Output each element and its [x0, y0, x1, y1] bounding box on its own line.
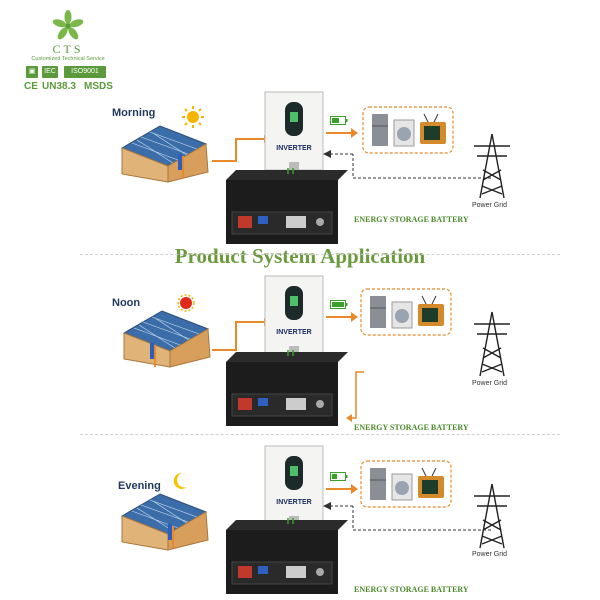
washing-machine-icon [391, 301, 413, 329]
tv-icon [418, 467, 444, 498]
washing-machine-icon [391, 473, 413, 501]
power-grid-label: Power Grid [472, 202, 508, 209]
company-logo: CTS Customized Technical Service ▣ IEC I… [18, 10, 128, 92]
inverter-to-load-arrow [326, 484, 358, 494]
battery-label: ENERGY STORAGE BATTERY [354, 585, 469, 594]
time-label: Evening [118, 480, 161, 492]
inverter-label: INVERTER [276, 329, 311, 336]
battery-inverter-link [287, 350, 294, 356]
inverter-to-battery-arrow [346, 371, 364, 422]
cert-iso: ISO9001 [64, 66, 106, 78]
cert-msds: MSDS [84, 81, 113, 92]
power-grid-label: Power Grid [472, 551, 508, 558]
cert-un: UN38.3 [42, 81, 76, 92]
battery-level-icon [330, 116, 348, 125]
tv-icon [420, 113, 446, 144]
power-grid-icon [474, 311, 510, 377]
battery-level-icon [330, 300, 348, 309]
refrigerator-icon [370, 468, 386, 500]
logo-tagline: Customized Technical Service [31, 56, 105, 62]
battery-icon [226, 520, 348, 594]
appliances-group [360, 460, 452, 508]
inverter-to-load-arrow [326, 312, 358, 322]
inverter-label: INVERTER [276, 499, 311, 506]
grid-to-inverter-dashed-arrow [323, 150, 491, 179]
power-grid-icon [474, 133, 510, 199]
cert-ce: CE [24, 81, 38, 92]
inverter-icon: INVERTER [264, 445, 324, 525]
house-solar-icon [122, 310, 211, 368]
solar-to-inverter-arrow [212, 135, 272, 162]
tv-icon [418, 295, 444, 326]
divider [80, 434, 560, 435]
power-grid-label: Power Grid [472, 380, 508, 387]
inverter-to-load-arrow [326, 128, 358, 138]
cert-iec: IEC [42, 66, 58, 78]
logo-name: CTS [52, 42, 84, 56]
battery-inverter-link [287, 518, 294, 524]
house-solar-icon [120, 125, 209, 183]
inverter-icon: INVERTER [264, 275, 324, 355]
solar-to-inverter-arrow [212, 318, 272, 351]
moon-icon [173, 472, 187, 489]
cert-icon: ▣ [26, 66, 38, 78]
power-grid-icon [474, 483, 510, 549]
page-title: Product System Application [174, 244, 426, 268]
battery-label: ENERGY STORAGE BATTERY [354, 215, 469, 224]
inverter-icon: INVERTER [264, 91, 324, 171]
divider [80, 254, 560, 255]
battery-level-icon [330, 472, 348, 481]
appliances-group [362, 106, 454, 154]
appliances-group [360, 288, 452, 336]
cts-flower-icon [52, 10, 84, 40]
refrigerator-icon [370, 296, 386, 328]
washing-machine-icon [393, 119, 415, 147]
time-label: Morning [112, 107, 156, 119]
grid-to-inverter-dashed-arrow [323, 502, 491, 531]
battery-icon [226, 352, 348, 426]
battery-inverter-link [287, 168, 294, 174]
battery-icon [226, 170, 348, 244]
battery-label: ENERGY STORAGE BATTERY [354, 423, 469, 432]
inverter-label: INVERTER [276, 145, 311, 152]
sun-icon [177, 294, 195, 312]
refrigerator-icon [372, 114, 388, 146]
time-label: Noon [112, 297, 141, 309]
house-solar-icon [120, 493, 209, 551]
sun-icon [182, 106, 204, 128]
